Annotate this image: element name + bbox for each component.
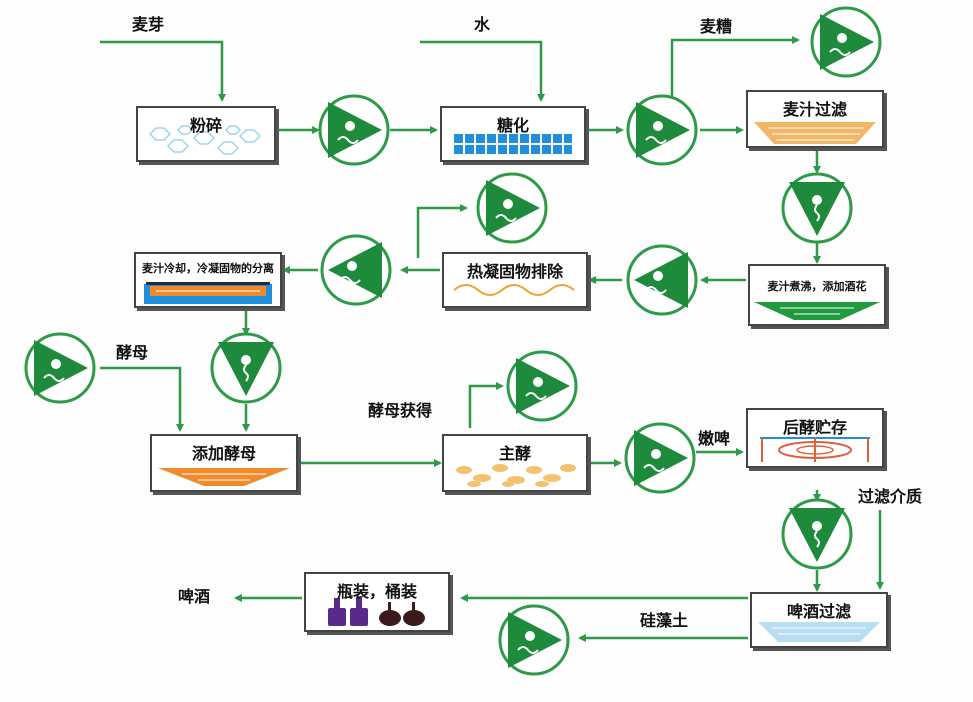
pump-icon — [318, 94, 390, 166]
label-malt: 麦芽 — [132, 15, 165, 34]
pump-icon — [498, 604, 570, 676]
label-green-beer: 嫩啤 — [698, 429, 731, 448]
step-mashing: 糖化 — [440, 106, 586, 162]
step-main-fermentation-title: 主酵 — [498, 444, 531, 463]
ferment-tank — [760, 437, 870, 462]
step-hot-trub-title: 热凝固物排除 — [466, 262, 563, 281]
step-packaging-title: 瓶装，桶装 — [336, 582, 417, 601]
label-water: 水 — [474, 15, 491, 34]
step-cooling: 麦汁冷却，冷凝固物的分离 — [134, 252, 282, 308]
arrow-yeast-recovery — [468, 382, 504, 428]
milling-pattern — [148, 125, 262, 155]
pump-icon — [506, 350, 578, 422]
label-yeast: 酵母 — [116, 343, 149, 362]
step-add-yeast-title: 添加酵母 — [191, 444, 256, 463]
step-wort-filtration-title: 麦汁过滤 — [782, 100, 847, 119]
step-beer-filtration: 啤酒过滤 — [750, 592, 888, 648]
barrel-icon — [379, 602, 425, 626]
step-wort-filtration: 麦汁过滤 — [746, 90, 884, 148]
label-grains: 麦糟 — [700, 17, 733, 36]
label-beer: 啤酒 — [178, 587, 211, 606]
beer-filter-pattern — [758, 622, 880, 642]
step-secondary-fermentation: 后酵贮存 — [746, 408, 884, 468]
wort-filter-pattern — [754, 122, 876, 144]
step-beer-filtration-title: 啤酒过滤 — [786, 602, 851, 621]
arrow-grains — [670, 36, 800, 100]
yeast-pattern — [158, 468, 290, 486]
step-mashing-title: 糖化 — [496, 116, 529, 135]
pump-icon — [781, 172, 853, 244]
trub-wave — [453, 284, 575, 296]
arrow-malt — [100, 40, 226, 102]
pump-icon — [624, 422, 696, 494]
step-main-fermentation: 主酵 — [442, 434, 588, 492]
pump-icon — [810, 6, 882, 78]
pump-icon — [626, 244, 698, 316]
pump-icon — [781, 498, 853, 570]
packaging-pattern — [328, 598, 425, 626]
pump-icon — [626, 94, 698, 166]
step-wort-boiling: 麦汁煮沸，添加酒花 — [748, 264, 886, 326]
step-secondary-fermentation-title: 后酵贮存 — [782, 418, 847, 437]
arrow-water — [420, 40, 545, 102]
step-add-yeast: 添加酵母 — [150, 434, 298, 492]
label-diatomite: 硅藻土 — [640, 611, 689, 630]
cooling-pattern — [144, 282, 272, 304]
label-yeast-recovery: 酵母获得 — [368, 401, 433, 420]
label-filter-medium: 过滤介质 — [858, 487, 923, 506]
bubble-pattern — [456, 464, 576, 487]
step-packaging: 瓶装，桶装 — [304, 572, 450, 632]
pump-icon — [24, 332, 96, 404]
arrow-trub-waste — [416, 204, 468, 258]
step-cooling-title: 麦汁冷却，冷凝固物的分离 — [142, 262, 274, 275]
bottle-icon — [328, 598, 368, 626]
arrow-yeast — [100, 366, 184, 432]
step-milling: 粉碎 — [136, 106, 276, 162]
mashing-pattern — [454, 134, 572, 154]
pump-icon — [476, 172, 548, 244]
step-milling-title: 粉碎 — [189, 116, 222, 135]
step-wort-boiling-title: 麦汁煮沸，添加酒花 — [767, 280, 867, 293]
boil-pattern — [754, 302, 880, 320]
step-hot-trub: 热凝固物排除 — [442, 252, 588, 308]
pump-icon — [320, 234, 392, 306]
pump-icon — [210, 332, 282, 404]
